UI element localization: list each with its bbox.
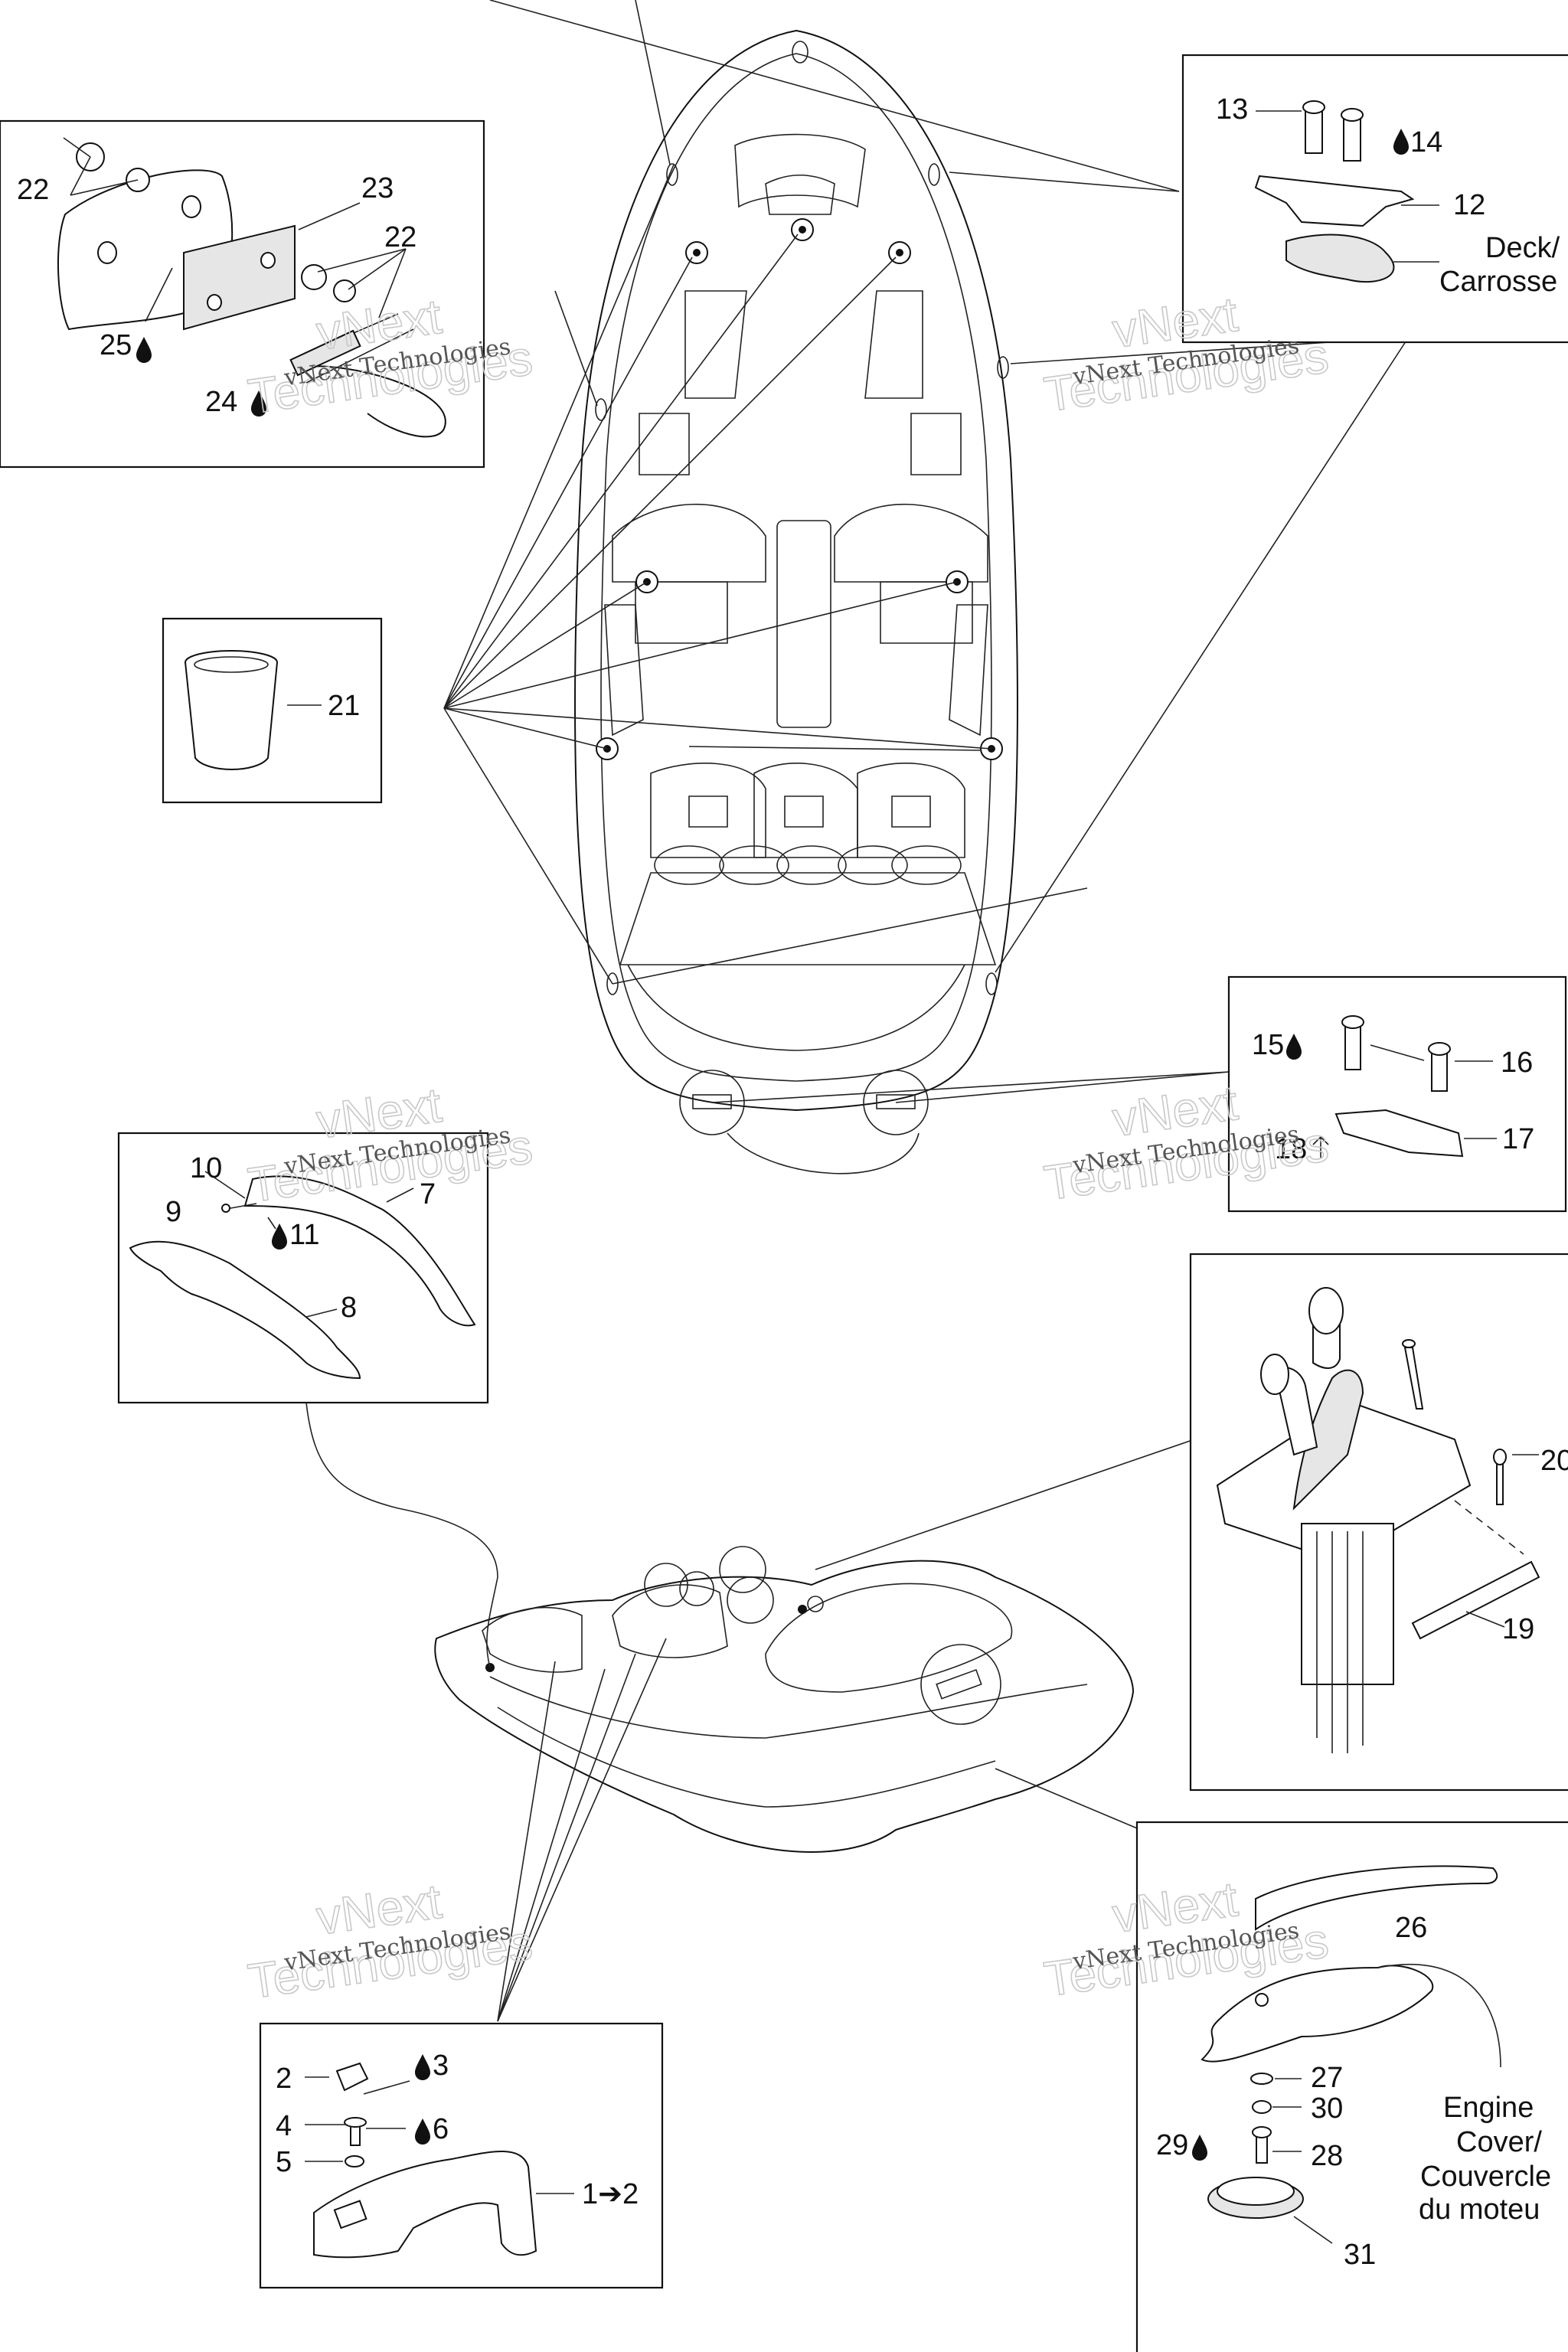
callout-26: 26 [1395, 1912, 1427, 1944]
callout-23: 23 [361, 172, 394, 204]
callout-30: 30 [1311, 2092, 1343, 2125]
drop-icon [136, 337, 152, 363]
callout-27: 27 [1311, 2062, 1343, 2094]
callout-21: 21 [328, 690, 360, 722]
drop-icon [415, 2054, 430, 2080]
callout-25: 25 [100, 329, 132, 361]
engine-note-1: Engine [1443, 2092, 1534, 2124]
engine-note-3: Couvercle [1420, 2161, 1551, 2193]
box-cup-holder [162, 617, 383, 804]
callout-labels: 22 23 22 25 24 13 14 12 Deck/ Carrosse 2… [17, 93, 1568, 2271]
callout-14: 14 [1410, 126, 1442, 158]
callout-22b: 22 [384, 221, 416, 253]
callout-9: 9 [165, 1196, 181, 1228]
drop-icon [251, 390, 266, 416]
callout-5: 5 [276, 2146, 292, 2178]
callout-17: 17 [1502, 1123, 1534, 1155]
callout-29: 29 [1156, 2129, 1188, 2161]
arrow-icon [1312, 1135, 1329, 1158]
callout-4: 4 [276, 2110, 292, 2142]
callout-12: 12 [1453, 189, 1485, 221]
engine-note-4: du moteu [1419, 2194, 1540, 2226]
callout-1: 1➔2 [582, 2178, 639, 2210]
leader-lines-top [443, 0, 1410, 1103]
box-grab-handle [117, 1132, 489, 1404]
callout-7: 7 [420, 1178, 436, 1210]
callout-10: 10 [190, 1152, 222, 1184]
callout-22a: 22 [17, 174, 49, 206]
callout-31: 31 [1344, 2239, 1376, 2271]
leader-lines-side [305, 1402, 1195, 2022]
watercraft-side-view [434, 1546, 1135, 1853]
box-throttle-lever [1189, 1253, 1568, 1792]
callout-16: 16 [1501, 1047, 1533, 1079]
callout-2: 2 [276, 2063, 292, 2095]
drop-icons [136, 129, 1409, 2161]
box-tow-eye [0, 119, 485, 469]
callout-24: 24 [205, 386, 237, 418]
box-engine-cover [1135, 1821, 1568, 2352]
drop-icon [1286, 1034, 1302, 1060]
callout-6: 6 [433, 2113, 449, 2145]
box-front-handle [259, 2022, 664, 2289]
box-cleat [1181, 54, 1568, 344]
callout-11: 11 [289, 1219, 319, 1251]
callout-28: 28 [1311, 2140, 1343, 2172]
callout-20: 20 [1540, 1445, 1568, 1477]
callout-18: 18 [1275, 1133, 1307, 1165]
deck-note-fr: Carrosse [1439, 266, 1557, 298]
engine-note-2: Cover/ [1456, 2126, 1542, 2158]
callout-3: 3 [433, 2050, 449, 2082]
watermarks: vNext Technologies vNext Technologies vN… [244, 286, 1332, 2010]
deck-note-en: Deck/ [1485, 232, 1560, 264]
callout-15: 15 [1252, 1029, 1284, 1061]
callout-8: 8 [341, 1292, 357, 1324]
callout-13: 13 [1216, 93, 1248, 126]
deck-top-view [574, 29, 1018, 1174]
box-rear-handle-hardware [1227, 975, 1567, 1213]
cup-holder-spots [596, 218, 1003, 760]
drop-icon [1393, 129, 1409, 155]
drop-icon [1192, 2135, 1207, 2161]
drop-icon [415, 2118, 430, 2145]
callout-19: 19 [1502, 1613, 1534, 1645]
drop-icon [272, 1223, 287, 1250]
